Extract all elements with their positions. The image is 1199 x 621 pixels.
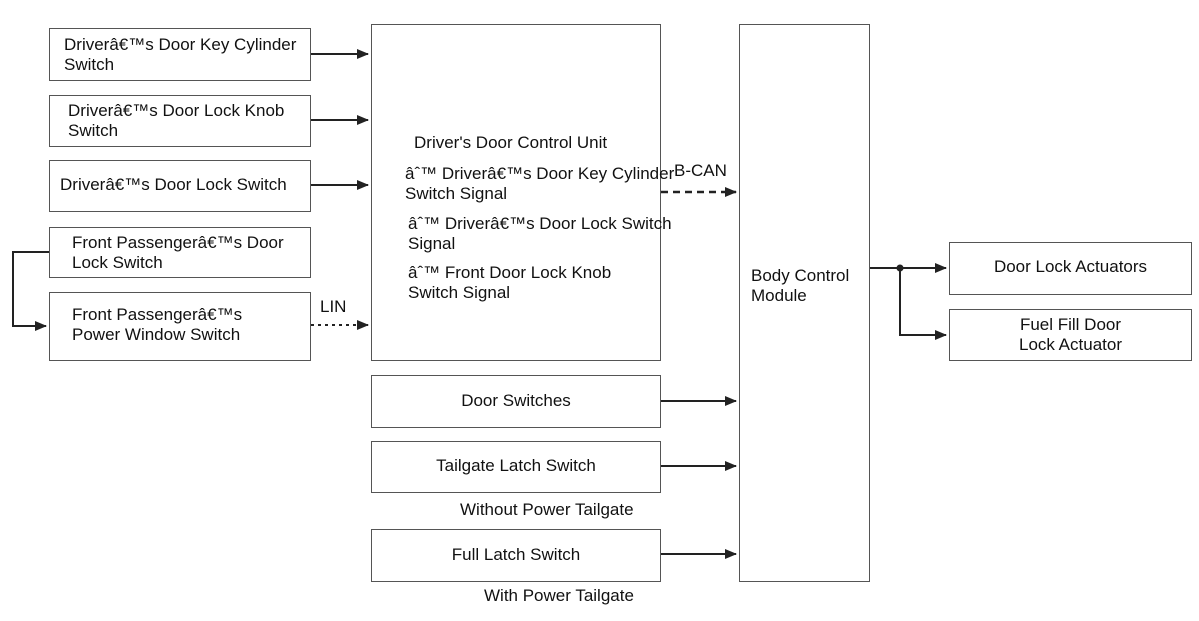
bcan-label: B-CAN xyxy=(674,161,727,180)
ddcu-signal-lock-knob: âˆ™ Front Door Lock Knob Switch Signal xyxy=(408,263,612,302)
lock-switch-label: Driverâ€™s Door Lock Switch xyxy=(60,175,287,194)
door-lock-actuators-label: Door Lock Actuators xyxy=(993,257,1148,276)
bcm-box xyxy=(739,24,870,582)
ddcu-box xyxy=(371,24,661,361)
tailgate-latch-switch-box xyxy=(371,441,661,493)
with-power-tailgate-note: With Power Tailgate xyxy=(484,586,634,605)
door-switches-box xyxy=(371,375,661,428)
lock-knob-switch-label: Driverâ€™s Door Lock Knob Switch xyxy=(68,101,285,140)
fuel-fill-door-lock-actuator-box xyxy=(949,309,1192,361)
fp-power-window-switch-box xyxy=(49,292,311,361)
key-cylinder-switch-box xyxy=(49,28,311,81)
key-cylinder-switch-label: Driverâ€™s Door Key Cylinder Switch xyxy=(64,35,297,74)
ddcu-signal-lock-switch: âˆ™ Driverâ€™s Door Lock Switch Signal xyxy=(408,214,672,253)
full-latch-switch-box xyxy=(371,529,661,582)
ddcu-signal-key-cylinder: âˆ™ Driverâ€™s Door Key Cylinder Switch … xyxy=(405,164,675,203)
fp-lock-switch-label: Front Passengerâ€™s Door Lock Switch xyxy=(72,233,284,272)
door-lock-actuators-box xyxy=(949,242,1192,295)
wire-fp-lock-to-window xyxy=(12,251,49,331)
fuel-fill-door-lock-actuator-label: Fuel Fill Door Lock Actuator xyxy=(1018,315,1122,354)
fp-power-window-switch-label: Front Passengerâ€™s Power Window Switch xyxy=(72,305,243,344)
fp-lock-switch-box xyxy=(49,227,311,278)
lock-knob-switch-box xyxy=(49,95,311,147)
tailgate-latch-switch-label: Tailgate Latch Switch xyxy=(436,456,596,475)
ddcu-title: Driver's Door Control Unit xyxy=(414,133,608,152)
full-latch-switch-label: Full Latch Switch xyxy=(451,545,581,564)
bcm-label: Body Control Module xyxy=(751,266,850,305)
arrow-fuel-fill xyxy=(899,268,947,340)
lock-switch-box xyxy=(49,160,311,212)
without-power-tailgate-note: Without Power Tailgate xyxy=(460,500,634,519)
lin-label: LIN xyxy=(320,297,347,316)
door-switches-label: Door Switches xyxy=(461,391,571,410)
